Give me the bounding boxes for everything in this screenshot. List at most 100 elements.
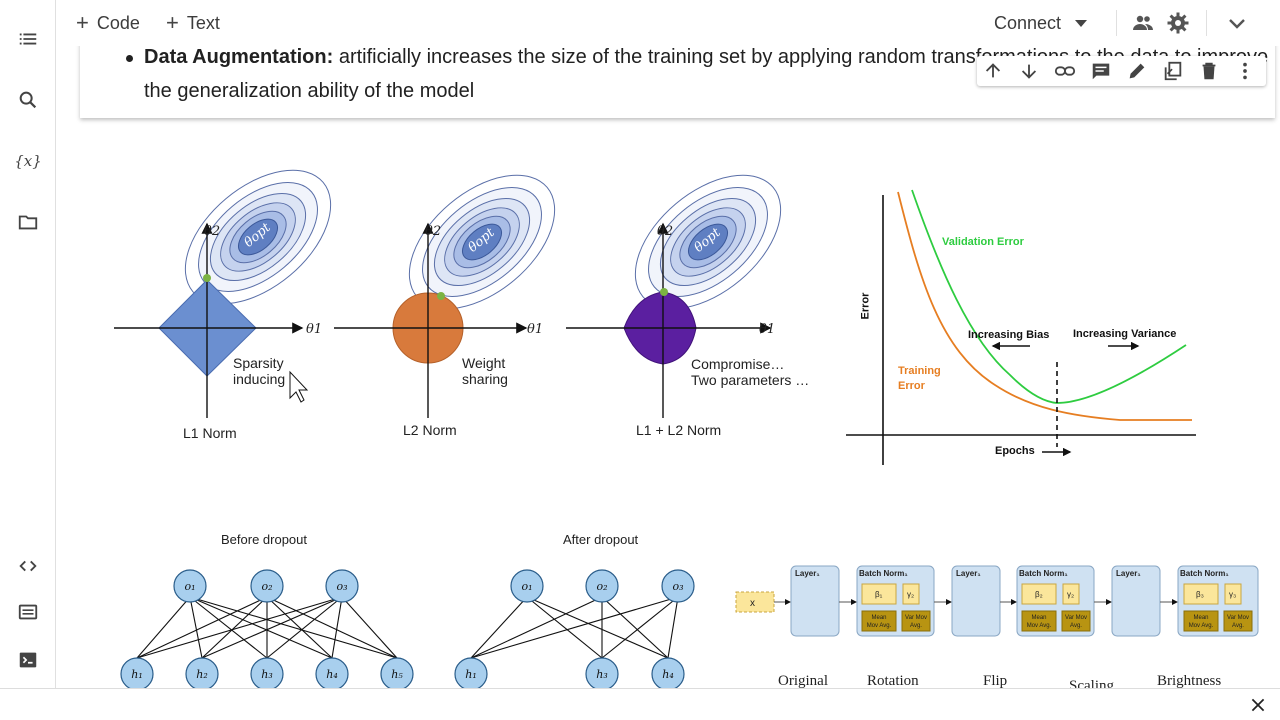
optimum-point (660, 288, 668, 296)
svg-text:h₁: h₁ (465, 668, 477, 681)
svg-text:Mean: Mean (871, 615, 886, 621)
svg-text:o₂: o₂ (596, 580, 607, 593)
training-error-label-line1: Training (898, 365, 941, 377)
toolbar-divider (1116, 10, 1117, 36)
svg-text:Mov Avg.: Mov Avg. (1027, 623, 1052, 629)
svg-text:Layer₁: Layer₁ (795, 569, 820, 578)
code-snippets-icon[interactable] (14, 552, 42, 580)
theta1-label: θ1 (306, 322, 323, 337)
svg-text:o₁: o₁ (184, 580, 195, 593)
svg-text:o₃: o₃ (672, 580, 683, 593)
theta1-label: θ1 (527, 322, 544, 337)
svg-text:x: x (750, 598, 755, 609)
batchnorm-diagram (735, 565, 1259, 637)
elastic-net-diagram (566, 174, 782, 418)
batchnorm-labels: Layer₁ Batch Norm₁ Layer₁ Batch Norm₁ La… (750, 569, 1236, 609)
plus-icon: + (76, 10, 89, 35)
contour-ellipses (408, 174, 556, 310)
files-folder-icon[interactable] (14, 208, 42, 236)
network-nodes (120, 569, 695, 690)
bias-variance-chart (846, 189, 1196, 465)
cell-bold-term: Data Augmentation: (144, 46, 334, 68)
l1-note-line1: Sparsity (233, 355, 284, 371)
before-dropout-title: Before dropout (221, 532, 308, 547)
l1-norm-caption: L1 Norm (183, 425, 237, 441)
elastic-net-note-line2: Two parameters … (691, 372, 810, 388)
svg-text:h₃: h₃ (596, 668, 608, 681)
increasing-variance-label: Increasing Variance (1073, 328, 1177, 340)
svg-text:h₁: h₁ (131, 668, 143, 681)
validation-error-label: Validation Error (942, 236, 1024, 248)
theta2-label: θ2 (204, 224, 221, 239)
svg-text:Mean: Mean (1031, 615, 1046, 621)
svg-text:Layer₁: Layer₁ (956, 569, 981, 578)
svg-text:Var Mov: Var Mov (905, 615, 927, 621)
svg-text:Avg.: Avg. (910, 623, 922, 629)
optimum-point (437, 292, 445, 300)
svg-text:o₂: o₂ (261, 580, 272, 593)
move-down-arrow-icon[interactable] (1017, 59, 1041, 83)
augment-label-rotation: Rotation (867, 673, 919, 689)
l2-note-line1: Weight (462, 355, 506, 371)
error-axis-label: Error (859, 292, 872, 320)
plus-icon: + (166, 10, 179, 35)
contour-ellipses (634, 174, 782, 310)
add-code-button[interactable]: + Code (76, 8, 140, 38)
bottom-bar (0, 688, 1280, 720)
settings-gear-icon[interactable] (1165, 10, 1191, 36)
augment-label-brightness: Brightness (1157, 673, 1222, 689)
svg-text:β₃: β₃ (1196, 590, 1204, 599)
delete-trash-icon[interactable] (1197, 59, 1221, 83)
mouse-cursor-icon (289, 370, 309, 403)
table-of-contents-icon[interactable] (14, 25, 42, 53)
move-up-arrow-icon[interactable] (981, 59, 1005, 83)
validation-error-curve (911, 189, 1187, 404)
link-icon[interactable] (1053, 59, 1077, 83)
dropout-before-network (136, 596, 398, 659)
svg-text:h₂: h₂ (196, 668, 208, 681)
svg-text:β₂: β₂ (1035, 590, 1043, 599)
svg-text:h₄: h₄ (662, 668, 674, 681)
cell-toolbar (977, 56, 1266, 86)
svg-text:γ₃: γ₃ (1229, 590, 1236, 599)
svg-text:Avg.: Avg. (1070, 623, 1082, 629)
svg-text:γ₂: γ₂ (1067, 590, 1074, 599)
training-error-label-line2: Error (898, 380, 925, 392)
terminal-icon[interactable] (14, 646, 42, 674)
after-dropout-title: After dropout (563, 532, 639, 547)
chevron-down-icon (1075, 19, 1088, 27)
svg-text:h₅: h₅ (391, 668, 403, 681)
l1-note-line2: inducing (233, 371, 286, 387)
svg-text:Var Mov: Var Mov (1065, 615, 1087, 621)
svg-text:Layer₁: Layer₁ (1116, 569, 1141, 578)
more-vertical-icon[interactable] (1233, 59, 1257, 83)
contour-ellipses (184, 169, 332, 305)
variables-icon[interactable]: {x} (14, 147, 42, 175)
close-icon[interactable] (1248, 695, 1268, 715)
svg-text:Batch Norm₁: Batch Norm₁ (1180, 569, 1229, 578)
command-palette-icon[interactable] (14, 598, 42, 626)
optimum-point (203, 274, 211, 282)
svg-text:Mean: Mean (1193, 615, 1208, 621)
svg-text:Batch Norm₁: Batch Norm₁ (1019, 569, 1068, 578)
svg-text:β₁: β₁ (875, 590, 883, 599)
elastic-net-caption: L1 + L2 Norm (636, 422, 722, 438)
variables-glyph: {x} (14, 152, 42, 170)
share-people-icon[interactable] (1130, 10, 1156, 36)
svg-text:Mov Avg.: Mov Avg. (867, 623, 892, 629)
theta2-label: θ2 (425, 224, 442, 239)
connect-button[interactable]: Connect (994, 8, 1088, 38)
mirror-cell-icon[interactable] (1161, 59, 1185, 83)
connect-label: Connect (994, 12, 1062, 33)
search-icon[interactable] (14, 86, 42, 114)
comment-icon[interactable] (1089, 59, 1113, 83)
text-cell[interactable]: Data Augmentation: artificially increase… (80, 34, 1275, 118)
theta1-label: θ1 (759, 322, 776, 337)
edit-pencil-icon[interactable] (1125, 59, 1149, 83)
add-text-button[interactable]: + Text (166, 8, 220, 38)
collapse-chevron-icon[interactable] (1224, 10, 1250, 36)
